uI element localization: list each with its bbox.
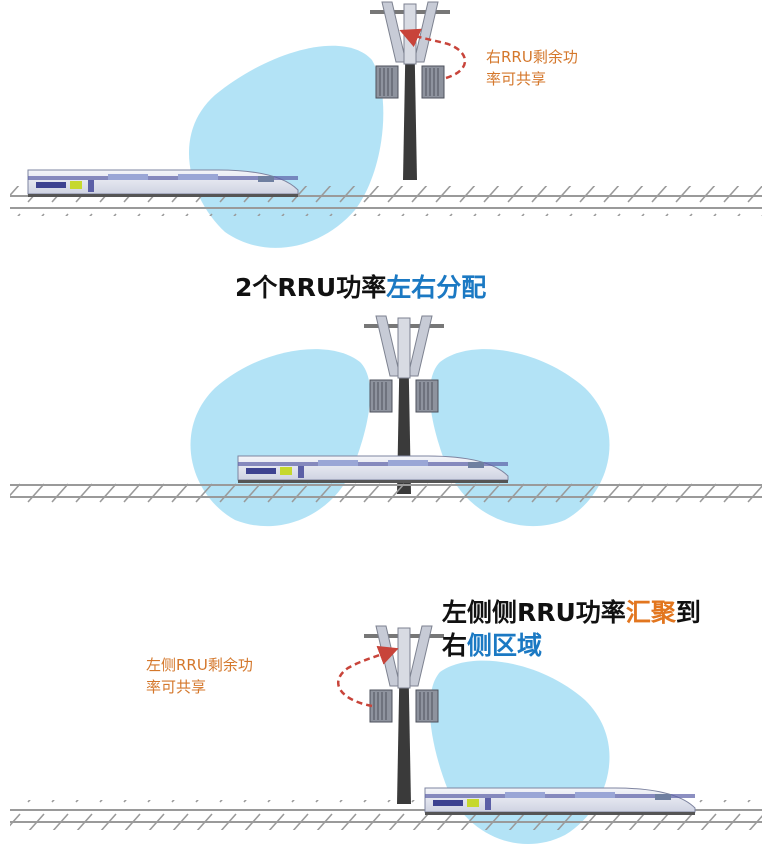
train-icon [27, 169, 299, 198]
panel-1-note-line1: 右RRU剩余功 [486, 48, 578, 66]
panel-3-title-part1: 左侧侧RRU功率 [442, 598, 626, 627]
train-icon [424, 787, 696, 816]
panel-3-title-highlight-orange: 汇聚 [625, 598, 676, 627]
rru-antenna-icon [369, 1, 451, 181]
panel-3 [10, 625, 762, 845]
panel-2-title-highlight: 左右分配 [386, 273, 487, 302]
panel-1-note-line2: 率可共享 [486, 70, 547, 88]
panel-1-note: 右RRU剩余功 率可共享 [486, 46, 578, 90]
panel-1 [10, 1, 762, 248]
share-arrow-icon [399, 28, 467, 80]
rru-antenna-icon [363, 625, 445, 805]
panel-2 [10, 315, 762, 527]
panel-3-title-highlight-blue: 侧区域 [467, 631, 543, 660]
train-icon [237, 455, 509, 484]
coverage-lobe [188, 45, 384, 248]
panel-3-note: 左侧RRU剩余功 率可共享 [146, 654, 253, 698]
panel-3-note-line1: 左侧RRU剩余功 [146, 656, 253, 674]
panel-2-title-plain: 2个RRU功率 [235, 273, 387, 302]
share-arrow-icon [336, 645, 399, 708]
panel-3-title-line1: 左侧侧RRU功率汇聚到 [442, 596, 701, 629]
panel-3-title-part2: 到 [675, 598, 701, 627]
panel-3-title-line2: 右侧区域 [442, 629, 701, 662]
panel-3-note-line2: 率可共享 [146, 678, 207, 696]
panel-3-title-part3: 右 [442, 631, 468, 660]
panel-3-title: 左侧侧RRU功率汇聚到 右侧区域 [442, 596, 701, 662]
panel-2-title: 2个RRU功率左右分配 [235, 271, 486, 304]
